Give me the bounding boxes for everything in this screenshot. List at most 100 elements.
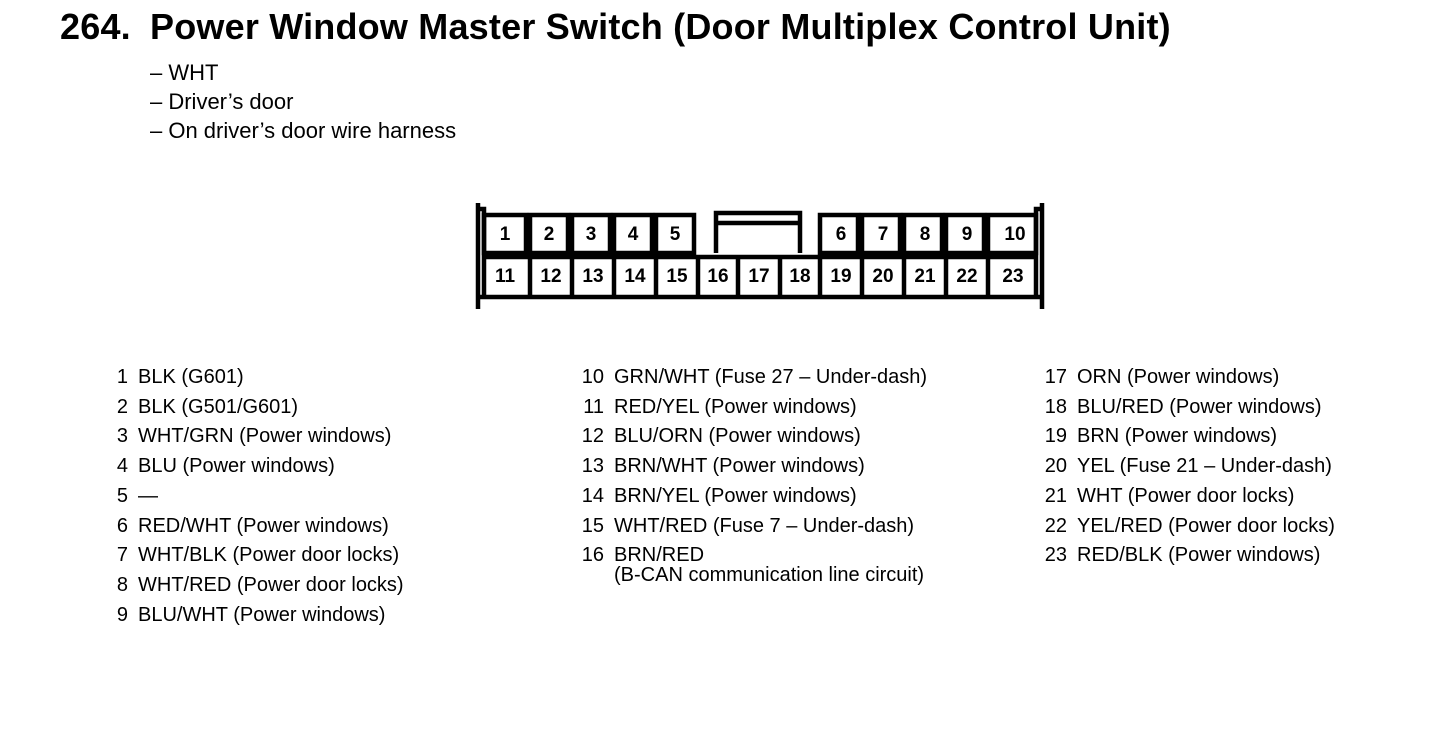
- pin-label: 3: [586, 224, 597, 245]
- pin-number: 1: [116, 366, 128, 388]
- pin-description: RED/YEL (Power windows): [614, 395, 857, 418]
- pin-number: 3: [116, 425, 128, 448]
- pin-row: 23 RED/BLK (Power windows): [1035, 541, 1335, 571]
- pin-label: 2: [544, 224, 555, 245]
- pin-label: 21: [914, 266, 936, 287]
- pin-description: BLU/ORN (Power windows): [614, 425, 861, 448]
- pin-row: 13 BRN/WHT (Power windows): [572, 452, 927, 482]
- pin-description: BLU/RED (Power windows): [1077, 395, 1322, 418]
- pin-label: 9: [962, 224, 973, 245]
- pin-number: 16: [581, 544, 604, 567]
- pin-row: 5—: [110, 482, 404, 512]
- pin-row: 15 WHT/RED (Fuse 7 – Under-dash): [572, 512, 927, 542]
- title-text: Power Window Master Switch (Door Multipl…: [150, 6, 1171, 47]
- pin-row: 17 ORN (Power windows): [1035, 363, 1335, 393]
- pin-label: 14: [624, 266, 646, 287]
- pin-row: 10 GRN/WHT (Fuse 27 – Under-dash): [572, 363, 927, 393]
- pin-number: 12: [581, 425, 604, 448]
- pin-list-column-1: 1 BLK (G601) 2 BLK (G501/G601) 3 WHT/GRN (P…: [110, 363, 404, 630]
- pin-row: 4 BLU (Power windows): [110, 452, 404, 482]
- pin-number: 18: [1044, 395, 1067, 418]
- connector-diagram: 1 2 3 4 5 6 7 8 9 10 11 12 13 14 15 16 1…: [475, 203, 1045, 309]
- pin-row: 14 BRN/YEL (Power windows): [572, 482, 927, 512]
- connector-info: – WHT – Driver’s door – On driver’s door…: [150, 58, 456, 145]
- connector-harness: – On driver’s door wire harness: [150, 118, 457, 143]
- pin-number: 10: [581, 366, 604, 388]
- pin-label: 23: [1002, 266, 1023, 287]
- pin-number: 2: [116, 395, 128, 418]
- pin-description: WHT/GRN (Power windows): [138, 425, 392, 448]
- pin-label: 13: [582, 266, 603, 287]
- connector-color: – WHT: [150, 60, 219, 85]
- pin-description: RED/BLK (Power windows): [1077, 544, 1321, 567]
- pin-number: 13: [581, 455, 604, 478]
- pin-number: 21: [1044, 484, 1067, 507]
- pin-description: WHT (Power door locks): [1077, 484, 1295, 507]
- pin-description: BLU (Power windows): [138, 455, 335, 478]
- pin-label: 18: [789, 266, 810, 287]
- pin-label: 22: [956, 266, 977, 287]
- pin-row: 20 YEL (Fuse 21 – Under-dash): [1035, 452, 1335, 482]
- pin-description: GRN/WHT (Fuse 27 – Under-dash): [614, 366, 928, 388]
- pin-label: 12: [540, 266, 561, 287]
- pin-label: 8: [920, 224, 931, 245]
- pin-row: 7 WHT/BLK (Power door locks): [110, 541, 404, 571]
- pin-description: WHT/RED (Power door locks): [138, 573, 404, 596]
- pin-label: 5: [670, 224, 681, 245]
- pin-description: BRN (Power windows): [1077, 425, 1278, 448]
- pin-description-line2: (B-CAN communication line circuit): [614, 563, 925, 586]
- title-number: 264.: [60, 6, 131, 47]
- pin-row: 21 WHT (Power door locks): [1035, 482, 1335, 512]
- pin-number: 6: [116, 514, 128, 537]
- pin-list-column-2: 10 GRN/WHT (Fuse 27 – Under-dash) 11 RED/Y…: [572, 363, 927, 585]
- pin-description: ORN (Power windows): [1077, 366, 1280, 388]
- pin-number: 8: [116, 573, 128, 596]
- pin-label: 16: [707, 266, 728, 287]
- pin-number: 11: [583, 395, 604, 418]
- pin-row: 19 BRN (Power windows): [1035, 422, 1335, 452]
- pin-label: 4: [628, 224, 639, 245]
- connector-location: – Driver’s door: [150, 89, 294, 114]
- pin-description: YEL/RED (Power door locks): [1077, 514, 1335, 537]
- pin-description: BLK (G501/G601): [138, 395, 299, 418]
- pin-row: 1 BLK (G601): [110, 363, 404, 393]
- pin-number: 14: [581, 484, 604, 507]
- pin-number: 15: [581, 514, 604, 537]
- pin-row: 12 BLU/ORN (Power windows): [572, 422, 927, 452]
- pin-row: 16 BRN/RED: [572, 541, 927, 571]
- pin-label: 7: [878, 224, 889, 245]
- pin-description: WHT/RED (Fuse 7 – Under-dash): [614, 514, 915, 537]
- pin-description: BRN/YEL (Power windows): [614, 484, 857, 507]
- pin-description: YEL (Fuse 21 – Under-dash): [1077, 455, 1332, 478]
- pin-label: 1: [500, 224, 511, 245]
- pin-row: 3 WHT/GRN (Power windows): [110, 422, 404, 452]
- pin-label: 20: [872, 266, 893, 287]
- pin-row: 2 BLK (G501/G601): [110, 393, 404, 423]
- pin-number: 5: [116, 484, 128, 507]
- pin-number: 4: [116, 455, 128, 478]
- pin-description: BLK (G601): [138, 366, 244, 388]
- pin-row: 9 BLU/WHT (Power windows): [110, 601, 404, 631]
- pin-number: 9: [116, 603, 128, 626]
- pin-number: 20: [1044, 455, 1067, 478]
- pin-description: BLU/WHT (Power windows): [138, 603, 386, 626]
- pin-label: 15: [666, 266, 688, 287]
- pin-number: 19: [1044, 425, 1067, 448]
- pin-number: 17: [1044, 366, 1067, 388]
- pin-description: RED/WHT (Power windows): [138, 514, 389, 537]
- pin-label: 11: [495, 266, 516, 287]
- pin-row: 6 RED/WHT (Power windows): [110, 512, 404, 542]
- pin-label: 6: [836, 224, 847, 245]
- pin-description: WHT/BLK (Power door locks): [138, 544, 400, 567]
- pin-row-continuation: (B-CAN communication line circuit): [572, 565, 927, 585]
- pin-description: —: [138, 484, 158, 507]
- pin-row: 22 YEL/RED (Power door locks): [1035, 512, 1335, 542]
- pin-label: 19: [830, 266, 851, 287]
- pin-label: 10: [1004, 224, 1025, 245]
- pin-number: 23: [1044, 544, 1067, 567]
- pin-row: 18 BLU/RED (Power windows): [1035, 393, 1335, 423]
- pin-number: 22: [1044, 514, 1067, 537]
- pin-description: BRN/WHT (Power windows): [614, 455, 865, 478]
- pin-number: 7: [116, 544, 128, 567]
- pin-description: BRN/RED: [614, 544, 705, 567]
